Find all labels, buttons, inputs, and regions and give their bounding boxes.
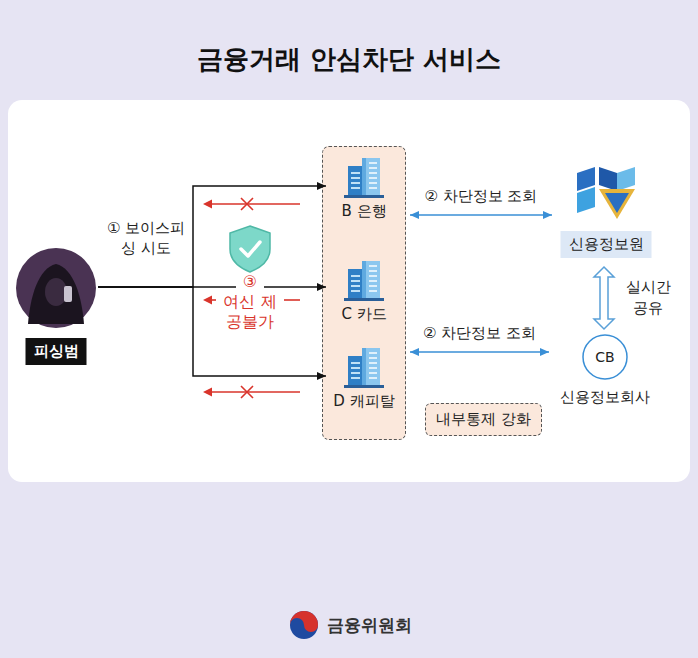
- edge-label: ② 차단정보 조회: [411, 187, 551, 206]
- tag-node: 내부통제 강화: [425, 403, 542, 436]
- node-label: 내부통제 강화: [436, 410, 531, 429]
- connector: [410, 351, 549, 353]
- kcis-logo: [571, 163, 641, 223]
- phisher-figure: [14, 246, 98, 336]
- blocked-return: [210, 198, 300, 398]
- phisher-node: 피싱범: [14, 246, 98, 368]
- bank-node: B 은행: [326, 152, 402, 226]
- bank-node: C 카드: [326, 255, 402, 329]
- title: 금융거래 안심차단 서비스: [0, 42, 698, 77]
- edge-label: ② 차단정보 조회: [410, 324, 550, 343]
- node-label: 신용정보원: [561, 231, 652, 258]
- shield-icon: [230, 226, 270, 272]
- kcis-node: 신용정보원: [556, 163, 656, 261]
- callout-label: ③: [236, 273, 264, 291]
- node-label: C 카드: [326, 305, 402, 324]
- edge-label: 실시간 공유: [622, 277, 674, 319]
- bank-node: D 캐피탈: [326, 342, 402, 416]
- connector: [98, 186, 326, 287]
- building-icon: [344, 156, 384, 200]
- node-label: B 은행: [326, 202, 402, 221]
- connector: [594, 267, 614, 329]
- edge-label: ① 보이스피싱 시도: [104, 218, 188, 258]
- callout-label: 여신 제공불가: [216, 292, 284, 332]
- connector: [410, 214, 552, 216]
- footer-org: 금융위원회: [327, 614, 412, 637]
- ministry-emblem: [290, 611, 318, 639]
- node-label: CB: [553, 348, 657, 366]
- blocked-arrowheads: [203, 200, 212, 397]
- cb-node: CB 신용정보회사: [553, 333, 657, 413]
- node-label: D 캐피탈: [326, 392, 402, 411]
- building-icon: [344, 346, 384, 390]
- node-label: 피싱범: [26, 338, 87, 365]
- node-caption: 신용정보회사: [553, 388, 657, 407]
- connector: [98, 287, 326, 376]
- building-icon: [344, 259, 384, 303]
